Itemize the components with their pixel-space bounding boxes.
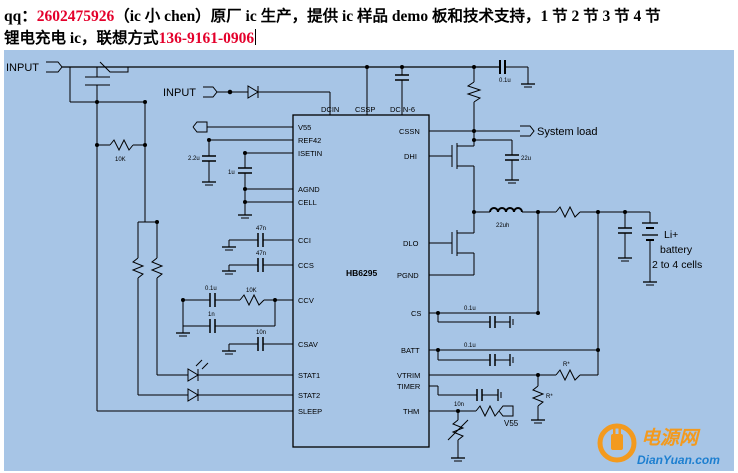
input-main-label: INPUT [6, 62, 39, 74]
value-thm-v55: V55 [504, 419, 519, 428]
dianyuan-logo: 电源网 DianYuan.com [597, 423, 720, 467]
pin-sleep: SLEEP [298, 407, 322, 416]
pin-ref42: REF42 [298, 136, 321, 145]
value-c-csav: 10n [256, 330, 266, 336]
value-r-ccv: 10K [246, 288, 257, 294]
logo-brand-url: DianYuan.com [637, 453, 720, 467]
value-c-timer: 10n [454, 402, 464, 408]
pin-csav: CSAV [298, 340, 318, 349]
power-plug-icon [597, 423, 637, 463]
pin-stat2: STAT2 [298, 391, 320, 400]
header-line-1: qq：2602475926（ic 小 chen）原厂 ic 生产，提供 ic 样… [4, 4, 661, 26]
value-c-ref: 2.2u [188, 156, 200, 162]
value-c-batt: 0.1u [464, 343, 476, 349]
pin-ccv: CCV [298, 296, 314, 305]
pin-ccs: CCS [298, 261, 314, 270]
pin-vtrim: VTRIM [397, 371, 420, 380]
qq-label: qq： [4, 8, 37, 25]
header-contact-label: 锂电充电 ic，联想方式 [4, 30, 159, 47]
pin-thm: THM [403, 407, 419, 416]
pin-cssp: CSSP [355, 105, 375, 114]
pin-pgnd: PGND [397, 271, 419, 280]
pin-cell: CELL [298, 198, 317, 207]
value-r-vtrim: R* [563, 362, 570, 368]
header-description: （ic 小 chen）原厂 ic 生产，提供 ic 样品 demo 板和技术支持… [114, 8, 661, 25]
pin-cs: CS [411, 309, 421, 318]
text-cursor [255, 29, 257, 45]
value-c-ccv-bottom: 1n [208, 312, 215, 318]
chip-name: HB6295 [346, 268, 377, 278]
pin-dlo: DLO [403, 239, 419, 248]
header-line-2: 锂电充电 ic，联想方式136-9161-0906 [4, 26, 257, 48]
battery-label-battery: battery [660, 244, 693, 256]
qq-number: 2602475926 [36, 8, 115, 25]
page-header: qq：2602475926（ic 小 chen）原厂 ic 生产，提供 ic 样… [4, 2, 736, 48]
battery-label-cells: 2 to 4 cells [652, 259, 702, 271]
input2-connector-icon [203, 86, 218, 98]
value-c-cci: 47n [256, 226, 266, 232]
pin-batt: BATT [401, 346, 420, 355]
input-connector-icon [46, 61, 63, 73]
value-c-dhi: 22u [521, 156, 531, 162]
pin-dcin6: DCIN-6 [390, 105, 415, 114]
pin-stat1: STAT1 [298, 371, 320, 380]
input-secondary-label: INPUT [163, 87, 196, 99]
pin-isetin: ISETIN [298, 149, 322, 158]
v55-connector-icon [498, 405, 514, 417]
pin-cci: CCI [298, 236, 311, 245]
value-r-10k-left: 10K [115, 157, 126, 163]
pin-cssn: CSSN [399, 127, 420, 136]
logo-brand-cn: 电源网 [641, 427, 701, 449]
pin-dcin: DCIN [321, 105, 339, 114]
value-c-ccs: 47n [256, 251, 266, 257]
pin-dhi: DHI [404, 152, 417, 161]
value-r-vtrim-down: R* [546, 394, 553, 400]
pin-timer: TIMER [397, 382, 421, 391]
value-c-input: 0.1u [499, 78, 511, 84]
system-load-label: System load [537, 126, 598, 138]
system-load-connector-icon [520, 125, 535, 137]
value-inductor: 22uh [496, 223, 509, 229]
value-c-cs: 0.1u [464, 306, 476, 312]
battery-label-li: Li+ [664, 229, 678, 241]
value-c-iset: 1u [228, 170, 235, 176]
v55-left-connector-icon [192, 121, 208, 133]
value-c-ccv-top: 0.1u [205, 286, 217, 292]
hb6295-chip [292, 114, 430, 448]
pin-agnd: AGND [298, 185, 320, 194]
pin-v55: V55 [298, 123, 311, 132]
phone-number: 136-9161-0906 [158, 30, 255, 47]
